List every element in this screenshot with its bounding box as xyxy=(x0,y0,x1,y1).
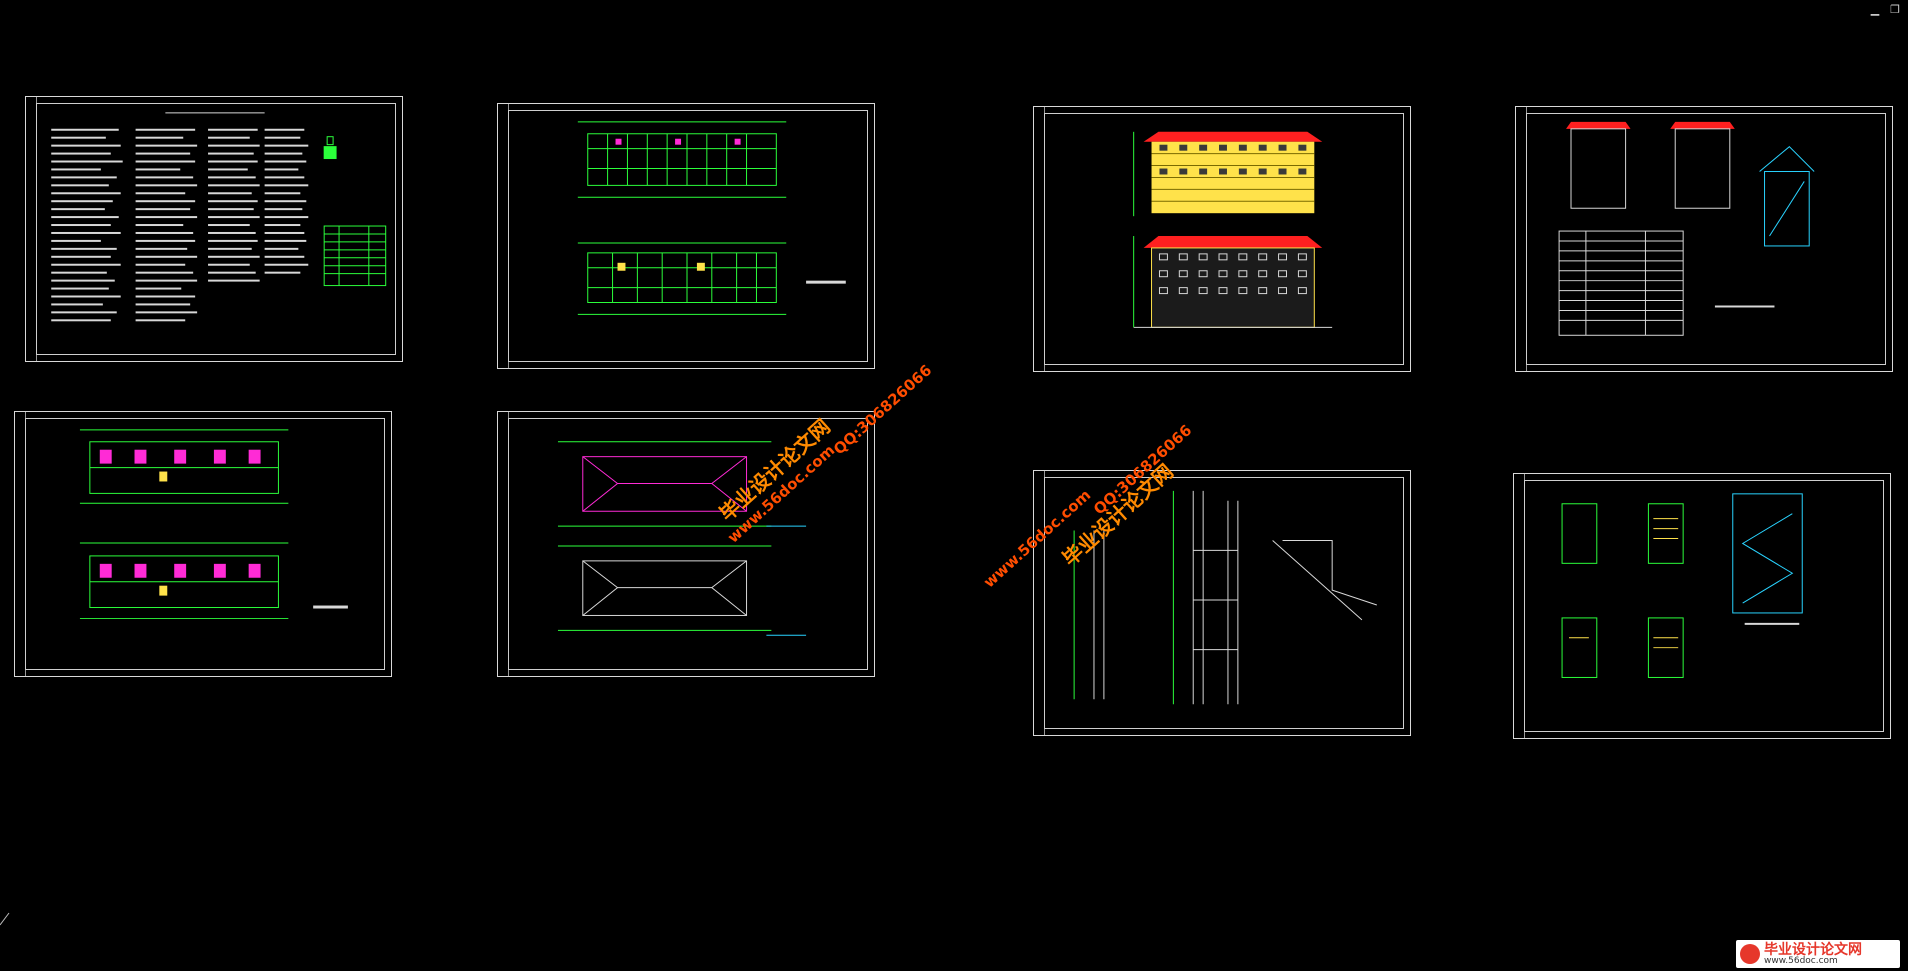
window-controls: ▁ ❐ xyxy=(1868,4,1902,16)
logo-title: 毕业设计论文网 xyxy=(1764,941,1862,958)
drawing-sheet-floor-plans-2[interactable] xyxy=(14,411,392,677)
watermark-qq-1: QQ:306826066 xyxy=(830,361,936,459)
drawing-sheet-roof-plans[interactable] xyxy=(497,411,875,677)
restore-icon[interactable]: ❐ xyxy=(1890,3,1900,16)
drawing-sheet-wall-sections[interactable] xyxy=(1033,470,1411,736)
drawing-sheet-stair-details[interactable] xyxy=(1513,473,1891,739)
logo-url: www.56doc.com xyxy=(1764,955,1838,966)
drawing-sheet-design-notes[interactable] xyxy=(25,96,403,362)
drawing-sheet-elevations[interactable] xyxy=(1033,106,1411,372)
minimize-icon[interactable]: ▁ xyxy=(1870,3,1880,16)
site-logo: 毕业设计论文网 www.56doc.com xyxy=(1736,940,1900,968)
drawing-sheet-side-elevations[interactable] xyxy=(1515,106,1893,372)
ucs-cursor-icon xyxy=(0,912,10,926)
logo-badge-icon xyxy=(1740,944,1760,964)
drawing-sheet-floor-plans-1[interactable] xyxy=(497,103,875,369)
